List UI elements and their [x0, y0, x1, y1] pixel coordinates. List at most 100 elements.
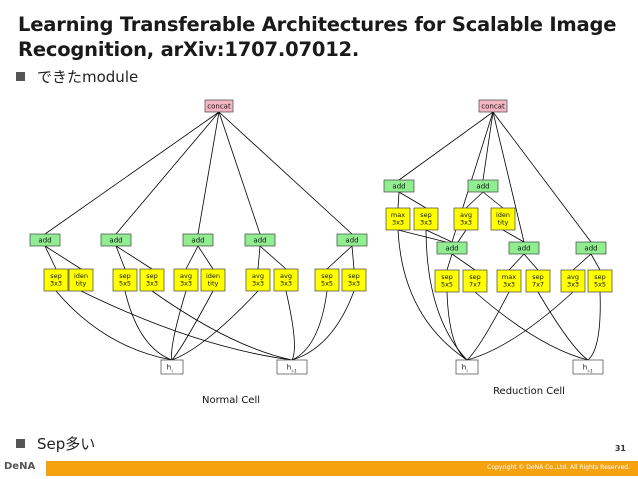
normal-op-node-label: 3x3 — [348, 280, 360, 288]
reduction-op-node-label: tity — [498, 219, 509, 227]
edge — [351, 245, 355, 270]
reduction-op-node-label: 3x3 — [460, 219, 472, 227]
edge — [397, 229, 447, 243]
footer: DeNA Copyright © DeNA Co.,Ltd. All Right… — [0, 458, 638, 479]
edge — [482, 111, 494, 181]
edge — [257, 245, 261, 270]
reduction-op-node-label: 5x5 — [441, 281, 453, 289]
reduction-input-hi-subscript: i — [466, 368, 467, 373]
reduction-op-node-label: 3x3 — [392, 219, 404, 227]
edge — [590, 253, 601, 271]
page-number: 31 — [614, 444, 626, 453]
normal-op-node-label: sep — [321, 272, 333, 280]
edge — [397, 191, 400, 209]
normal-op-node-label: avg — [252, 272, 264, 280]
edge — [523, 253, 539, 271]
reduction-op-node-label: sep — [594, 273, 606, 281]
reduction-op-node-label: 7x7 — [532, 281, 544, 289]
edge — [398, 191, 427, 209]
bullet-square-icon — [16, 439, 25, 448]
edge — [451, 253, 476, 271]
reduction-add-node: add — [467, 179, 499, 193]
edge — [171, 290, 187, 361]
edge — [115, 111, 220, 235]
footer-accent-bar — [46, 461, 638, 476]
normal-op-node-label: iden — [74, 272, 88, 280]
edge — [446, 253, 453, 271]
normal-input-hi1-label: h — [287, 363, 291, 371]
reduction-input-hi1-subscript: i-1 — [587, 368, 593, 373]
edge — [537, 291, 589, 361]
edge — [44, 111, 220, 235]
normal-op-node-label: sep — [348, 272, 360, 280]
company-logo: DeNA — [4, 461, 36, 472]
normal-op-node-label: avg — [280, 272, 292, 280]
edge — [44, 245, 82, 270]
bullet-text: Sep多い — [37, 435, 96, 453]
reduction-op-node-label: sep — [469, 273, 481, 281]
edge — [587, 291, 601, 361]
normal-op-node-label: 5x5 — [119, 280, 131, 288]
reduction-op-node-label: 7x7 — [469, 281, 481, 289]
normal-op-node-label: iden — [206, 272, 220, 280]
edge — [572, 253, 592, 271]
normal-add-node-label: add — [253, 236, 266, 244]
normal-op-node-label: 3x3 — [146, 280, 158, 288]
normal-op-node-label: sep — [146, 272, 158, 280]
reduction-add-node-label: add — [476, 182, 489, 190]
bullet-square-icon — [16, 72, 25, 81]
normal-add-node: add — [182, 233, 214, 247]
normal-op-node-label: 3x3 — [50, 280, 62, 288]
normal-add-node: add — [100, 233, 132, 247]
slide-title: Learning Transferable Architectures for … — [18, 13, 617, 61]
reduction-op-node-label: avg — [567, 273, 579, 281]
normal-add-node: add — [244, 233, 276, 247]
normal-op-node-label: avg — [180, 272, 192, 280]
reduction-op-node-label: max — [391, 211, 405, 219]
edge — [446, 291, 468, 361]
reduction-add-node-label: add — [584, 244, 597, 252]
normal-add-node-label: add — [345, 236, 358, 244]
normal-op-node-label: sep — [119, 272, 131, 280]
reduction-op-node-label: sep — [532, 273, 544, 281]
normal-op-node-label: 3x3 — [252, 280, 264, 288]
edge — [285, 290, 295, 361]
reduction-op-node-label: avg — [460, 211, 472, 219]
reduction-cell-caption: Reduction Cell — [493, 386, 565, 397]
edge — [218, 111, 353, 235]
edge — [474, 291, 589, 361]
edge — [124, 290, 173, 361]
normal-op-node-label: tity — [208, 280, 219, 288]
edge — [185, 245, 199, 270]
edge — [508, 253, 525, 271]
edge — [171, 290, 214, 361]
edge — [502, 229, 525, 243]
normal-add-node: add — [29, 233, 61, 247]
reduction-add-node-label: add — [445, 244, 458, 252]
bullet-modules: できたmodule — [16, 66, 138, 87]
edge — [492, 111, 525, 243]
edge — [457, 229, 467, 243]
edge — [115, 245, 126, 270]
reduction-op-node-label: sep — [420, 211, 432, 219]
edge — [151, 290, 293, 361]
edge — [398, 111, 494, 181]
normal-op-node-label: 3x3 — [280, 280, 292, 288]
edge — [44, 245, 57, 270]
reduction-concat-node: concat — [478, 99, 508, 113]
edge — [466, 291, 510, 361]
normal-input-hi-subscript: i — [171, 368, 172, 373]
edge — [291, 290, 328, 361]
edge — [197, 245, 214, 270]
normal-add-node: add — [336, 233, 368, 247]
bullet-text: できたmodule — [37, 68, 139, 86]
